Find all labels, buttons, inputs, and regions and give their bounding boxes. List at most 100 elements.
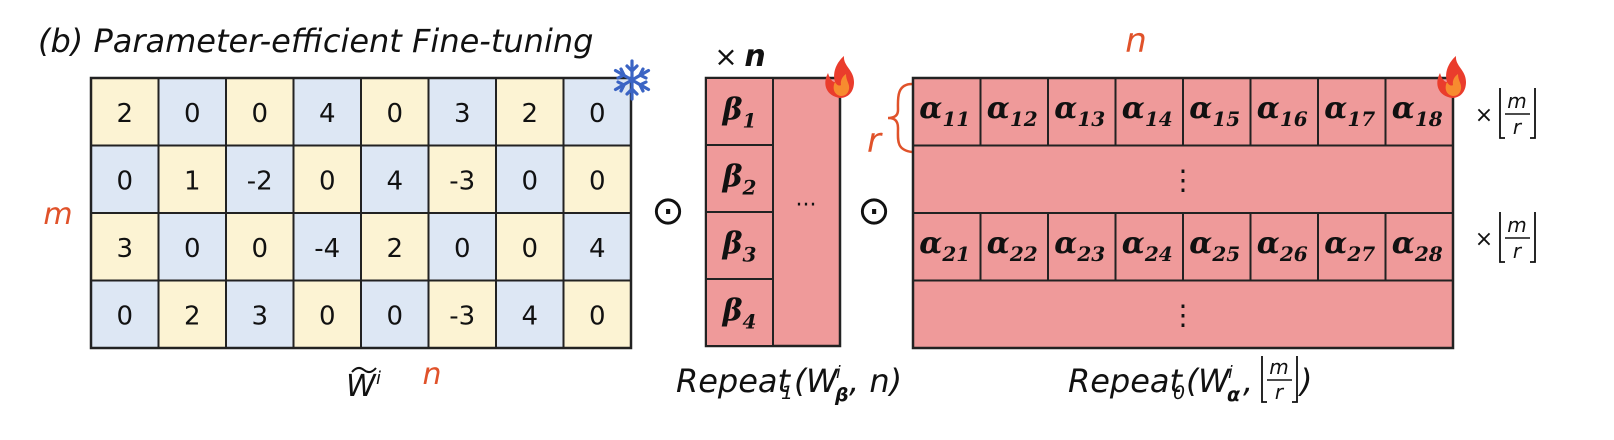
weight-cell	[225, 212, 295, 282]
alpha-16-label: α16	[1257, 91, 1308, 131]
alpha-cell	[1384, 212, 1454, 282]
beta-4-label-subscript: 4	[743, 310, 757, 334]
weight-cell	[562, 77, 632, 147]
repeat0-den: r	[1275, 380, 1285, 404]
alpha-12-label-base: α	[987, 91, 1010, 126]
alpha-14-label-base: α	[1122, 91, 1145, 126]
snowflake-icon	[613, 59, 651, 101]
weight-value: -3	[449, 301, 475, 331]
weight-cell	[292, 144, 362, 214]
figure-title: (b) Parameter-efficient Fine-tuning	[38, 22, 593, 60]
alpha-26-label-base: α	[1257, 226, 1280, 261]
alpha-13-label-subscript: 13	[1077, 107, 1105, 131]
cols-label-n: n	[422, 357, 441, 392]
alpha-25-label-subscript: 25	[1211, 242, 1240, 266]
alpha-25-label-base: α	[1189, 226, 1212, 261]
weight-value: 2	[116, 99, 133, 129]
weight-value: 0	[386, 99, 403, 129]
alpha-11-label-base: α	[919, 91, 942, 126]
repeat0-close-paren: )	[1298, 362, 1312, 400]
alpha-15-label-subscript: 15	[1212, 107, 1240, 131]
repeat-factor-row2: × m r	[1475, 212, 1536, 263]
beta-3-label-base: β	[722, 227, 743, 262]
w-tilde-letter: W	[346, 369, 377, 404]
weight-cell	[427, 77, 497, 147]
weight-cell	[562, 144, 632, 214]
weight-value: 0	[251, 234, 268, 264]
weight-cell	[495, 212, 565, 282]
alpha-23-label-subscript: 23	[1076, 242, 1105, 266]
alpha-26-label-subscript: 26	[1279, 242, 1308, 266]
weight-value: -3	[449, 166, 475, 196]
weight-cell	[360, 279, 430, 349]
alpha-22-label-subscript: 22	[1009, 242, 1038, 266]
alpha-27-label: α27	[1324, 226, 1375, 266]
weight-value: 0	[589, 99, 606, 129]
weight-value: 0	[589, 166, 606, 196]
weight-value: 3	[251, 301, 268, 331]
alpha-repeat-band	[912, 144, 1454, 214]
fire-icon	[825, 56, 854, 98]
repeat1-axis-subscript: 1	[781, 382, 793, 404]
alpha-27-label-subscript: 27	[1346, 242, 1375, 266]
weight-cell	[225, 279, 295, 349]
weight-cell	[157, 212, 227, 282]
weight-value: 0	[521, 234, 538, 264]
alpha-21-label-subscript: 21	[941, 242, 970, 266]
alpha-27-label-base: α	[1324, 226, 1347, 261]
alpha-28-label-subscript: 28	[1414, 242, 1443, 266]
alpha-cell	[1317, 77, 1387, 147]
beta-2-label-subscript: 2	[742, 176, 757, 200]
alpha-cell	[912, 212, 982, 282]
repeat0-name: Repeat	[1068, 362, 1184, 400]
alpha-16-label-subscript: 16	[1280, 107, 1308, 131]
alpha-21-label-base: α	[919, 226, 942, 261]
weight-cell	[427, 212, 497, 282]
beta-repeat-label: × n	[714, 39, 765, 74]
beta-3-label-subscript: 3	[743, 243, 757, 267]
weight-value: 4	[589, 234, 606, 264]
alpha-18-label-base: α	[1392, 91, 1415, 126]
beta-cell	[705, 278, 774, 347]
alpha-21-label: α21	[919, 226, 970, 266]
weight-cell	[360, 212, 430, 282]
alpha-cols-label-n: n	[1125, 21, 1147, 61]
alpha-12-label-subscript: 12	[1010, 107, 1038, 131]
weight-value: 0	[386, 301, 403, 331]
weight-value: 0	[454, 234, 471, 264]
alpha-22-label: α22	[987, 226, 1038, 266]
weight-value: 2	[184, 301, 201, 331]
brace-r-annotation: r	[867, 82, 913, 161]
repeat1-rest: , n)	[849, 362, 902, 400]
weight-value: -4	[314, 234, 340, 264]
repeat1-w: W	[806, 362, 839, 400]
repeat0-w: W	[1198, 362, 1231, 400]
alpha-14-label: α14	[1122, 91, 1173, 131]
beta-2-label: β2	[722, 160, 757, 200]
alpha-caption: Repeat 0 ( W i α , m r )	[1068, 355, 1312, 406]
repeat0-axis-subscript: 0	[1173, 382, 1185, 404]
weight-value: 0	[589, 301, 606, 331]
alpha-23-label-base: α	[1054, 226, 1077, 261]
beta-2-label-base: β	[722, 160, 743, 195]
alpha-16-label-base: α	[1257, 91, 1280, 126]
beta-1-label-subscript: 1	[743, 109, 757, 133]
times-symbol: ×	[714, 40, 737, 73]
alpha-13-label-base: α	[1054, 91, 1077, 126]
repeat-times-1: ×	[1475, 103, 1493, 128]
alpha-18-label-subscript: 18	[1415, 107, 1443, 131]
alpha-vdots: ⋮	[1169, 298, 1197, 331]
alpha-25-label: α25	[1189, 226, 1240, 266]
alpha-cell	[1182, 77, 1252, 147]
w-tilde-caption: W i	[346, 366, 381, 404]
hadamard-operator-1: ⊙	[651, 188, 685, 234]
alpha-cell	[1249, 212, 1319, 282]
repeat1-open-paren: (	[794, 362, 808, 400]
repeat-factor-row1: × m r	[1475, 88, 1536, 139]
beta-caption: Repeat 1 ( W i β , n)	[676, 362, 902, 406]
weight-value: 3	[116, 234, 133, 264]
times-n-label: n	[744, 39, 765, 74]
